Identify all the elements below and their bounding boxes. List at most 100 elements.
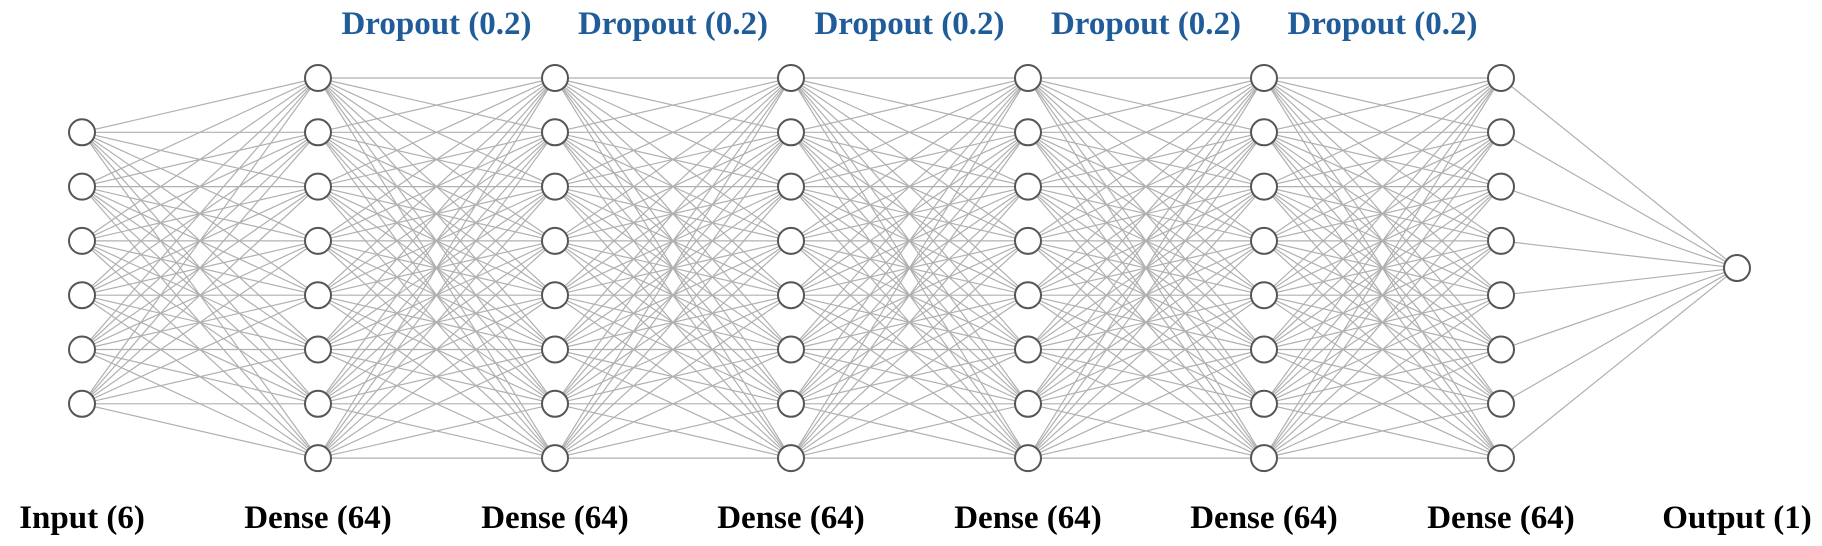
connection-l0-n5-to-l1-n2 [81,186,319,405]
connection-l2-n7-to-l3-n0 [554,77,792,459]
neuron-l2-n6 [541,389,569,418]
connection-l4-n7-to-l5-n1 [1027,131,1265,459]
connection-l3-n7-to-l4-n5 [790,348,1029,459]
connection-l0-n2-to-l1-n0 [81,77,319,242]
connection-l4-n7-to-l5-n0 [1027,77,1265,459]
neuron-l6-n5 [1487,335,1515,364]
connection-l5-n7-to-l6-n5 [1263,348,1502,459]
neuron-l4-n0 [1014,64,1042,92]
dropout-label-4: Dropout (0.2) [1051,6,1241,42]
connection-l4-n3-to-l5-n0 [1027,77,1265,242]
connection-l5-n7-to-l6-n1 [1263,131,1502,459]
connection-l6-n7-to-l7-n0 [1500,267,1738,459]
connection-l1-n7-to-l2-n3 [317,240,556,459]
neuron-l1-n2 [304,172,332,201]
layer-labels: Input (6) Dense (64) Dense (64) Dense (6… [19,500,1812,536]
connection-l3-n4-to-l4-n0 [790,77,1029,296]
connection-l0-n5-to-l1-n3 [81,240,319,405]
neuron-l5-n3 [1250,226,1278,255]
connection-l1-n2-to-l2-n0 [317,77,556,188]
neuron-l3-n3 [777,226,805,255]
connection-l1-n1-to-l2-n0 [317,77,556,133]
layer-label-dense-6: Dense (64) [1427,500,1575,536]
connection-l0-n4-to-l1-n0 [81,77,319,350]
connection-l0-n5-to-l1-n4 [81,294,319,405]
neuron-l1-n3 [304,226,332,255]
connection-l0-n5-to-l1-n1 [81,131,319,405]
connection-l0-n1-to-l1-n0 [81,77,319,188]
neuron-l2-n7 [541,444,569,473]
neuron-l3-n4 [777,281,805,310]
layer-label-dense-1: Dense (64) [244,500,392,536]
connection-l4-n6-to-l5-n0 [1027,77,1265,405]
connection-l3-n6-to-l4-n0 [790,77,1029,405]
connection-l4-n7-to-l5-n5 [1027,348,1265,459]
neuron-l5-n2 [1250,172,1278,201]
neuron-l3-n0 [777,64,805,92]
neuron-l3-n5 [777,335,805,364]
connection-l3-n7-to-l4-n6 [790,403,1029,459]
connection-l6-n2-to-l7-n0 [1500,186,1738,269]
connection-l2-n1-to-l3-n0 [554,77,792,133]
connection-l1-n7-to-l2-n0 [317,77,556,459]
connection-l3-n3-to-l4-n0 [790,77,1029,242]
connection-l5-n1-to-l6-n0 [1263,77,1502,133]
connection-l4-n7-to-l5-n4 [1027,294,1265,459]
connection-l2-n7-to-l3-n6 [554,403,792,459]
connection-l1-n6-to-l2-n0 [317,77,556,405]
connection-l4-n7-to-l5-n3 [1027,240,1265,459]
dropout-labels: Dropout (0.2) Dropout (0.2) Dropout (0.2… [341,6,1477,42]
connection-l2-n7-to-l3-n1 [554,131,792,459]
connection-l2-n7-to-l3-n3 [554,240,792,459]
dropout-label-5: Dropout (0.2) [1287,6,1477,42]
neuron-l4-n1 [1014,118,1042,147]
connection-l5-n3-to-l6-n0 [1263,77,1502,242]
neuron-l0-n2 [68,226,96,255]
connection-l1-n5-to-l2-n0 [317,77,556,350]
neuron-l0-n5 [68,389,96,418]
layer-label-input: Input (6) [19,500,145,536]
neuron-l5-n5 [1250,335,1278,364]
connection-l1-n4-to-l2-n0 [317,77,556,296]
neuron-l7-n0 [1723,254,1751,283]
neuron-l5-n7 [1250,444,1278,473]
connection-l0-n5-to-l1-n0 [81,77,319,405]
layer-label-dense-2: Dense (64) [481,500,629,536]
connection-l6-n0-to-l7-n0 [1500,77,1738,269]
connection-l3-n7-to-l4-n3 [790,240,1029,459]
connection-l4-n2-to-l5-n0 [1027,77,1265,188]
layer-label-dense-4: Dense (64) [954,500,1102,536]
connection-l2-n2-to-l3-n0 [554,77,792,188]
connection-l3-n2-to-l4-n0 [790,77,1029,188]
connection-l3-n5-to-l4-n0 [790,77,1029,350]
neuron-l4-n4 [1014,281,1042,310]
neuron-l4-n6 [1014,389,1042,418]
connection-l5-n7-to-l6-n0 [1263,77,1502,459]
connection-l4-n4-to-l5-n0 [1027,77,1265,296]
connection-l1-n7-to-l2-n1 [317,131,556,459]
neuron-l1-n7 [304,444,332,473]
neuron-l2-n1 [541,118,569,147]
neuron-l1-n1 [304,118,332,147]
connection-l3-n7-to-l4-n2 [790,186,1029,459]
neuron-l2-n0 [541,64,569,92]
neuron-l2-n4 [541,281,569,310]
connection-l5-n4-to-l6-n0 [1263,77,1502,296]
connection-l1-n7-to-l2-n2 [317,186,556,459]
connection-l5-n7-to-l6-n2 [1263,186,1502,459]
neuron-l6-n7 [1487,444,1515,473]
neuron-l6-n1 [1487,118,1515,147]
connection-l6-n1-to-l7-n0 [1500,131,1738,269]
connection-l5-n7-to-l6-n3 [1263,240,1502,459]
neuron-l5-n6 [1250,389,1278,418]
connection-l4-n5-to-l5-n0 [1027,77,1265,350]
neuron-l2-n3 [541,226,569,255]
connection-l0-n0-to-l1-n0 [81,77,319,133]
neuron-l5-n1 [1250,118,1278,147]
connection-l0-n3-to-l1-n0 [81,77,319,296]
connection-l4-n7-to-l5-n2 [1027,186,1265,459]
connection-l2-n7-to-l3-n5 [554,348,792,459]
connection-l2-n3-to-l3-n0 [554,77,792,242]
neuron-l1-n6 [304,389,332,418]
